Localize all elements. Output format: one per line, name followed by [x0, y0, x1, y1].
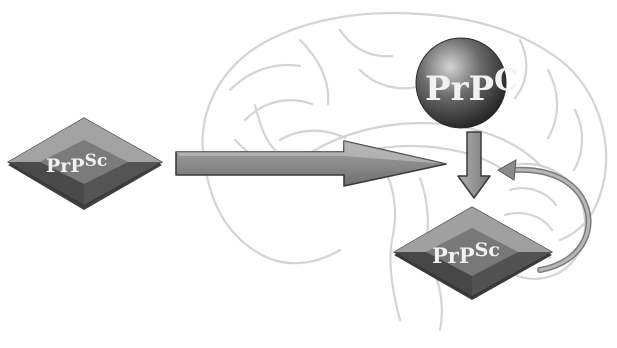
- prpsc-converted-sup: Sc: [475, 239, 500, 261]
- prpsc-source-diamond: PrPSc: [6, 117, 164, 210]
- prpc-base: PrP: [425, 69, 494, 109]
- prpsc-source-sup: Sc: [85, 151, 108, 171]
- prpsc-converted-diamond: PrPSc: [392, 206, 554, 300]
- prpsc-source-base: PrP: [46, 155, 85, 177]
- brain-outline: [201, 11, 608, 332]
- prpsc-source-label: PrPSc: [46, 151, 107, 177]
- prpc-sphere: PrPC: [415, 37, 518, 129]
- prpc-label: PrPC: [425, 63, 518, 109]
- prpc-sup: C: [494, 63, 518, 98]
- prpsc-converted-base: PrP: [432, 243, 475, 268]
- conversion-arrow: [457, 131, 491, 199]
- feedback-arrow: [497, 159, 592, 273]
- prpsc-converted-label: PrPSc: [432, 239, 500, 268]
- transmission-arrow: [175, 140, 447, 187]
